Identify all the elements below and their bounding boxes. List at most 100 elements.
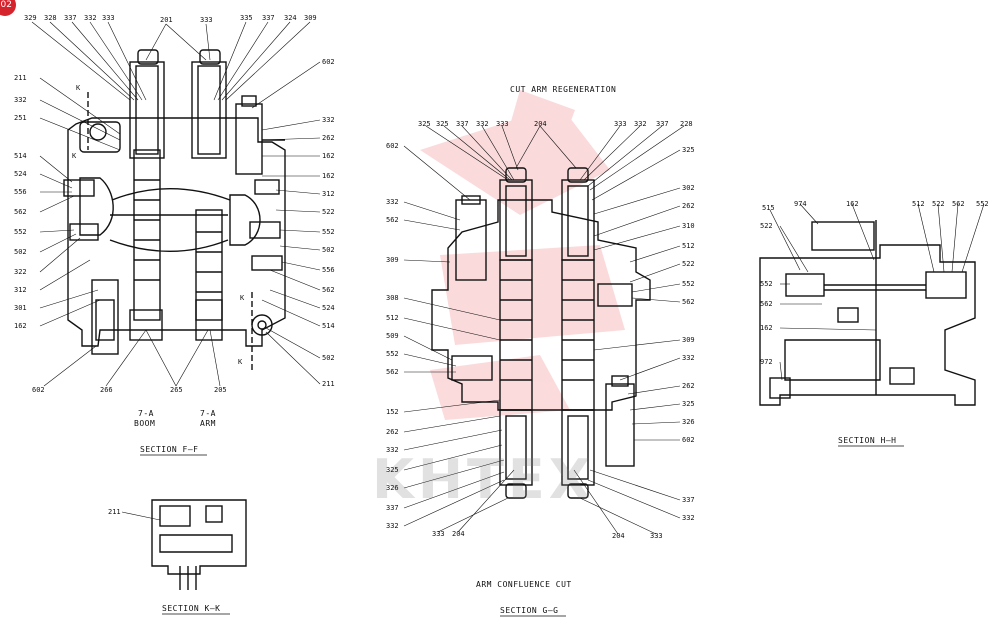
part-label: 162 bbox=[14, 322, 27, 330]
part-label: 162 bbox=[322, 152, 335, 160]
part-label: 262 bbox=[386, 428, 399, 436]
part-label: 326 bbox=[682, 418, 695, 426]
part-label: 332 bbox=[322, 116, 335, 124]
caption-section-kk: SECTION K—K bbox=[162, 604, 221, 613]
part-label: 332 bbox=[476, 120, 489, 128]
part-label: 512 bbox=[682, 242, 695, 250]
part-label: 325 bbox=[436, 120, 449, 128]
k-arrow-left: K bbox=[72, 152, 77, 160]
part-label: 333 bbox=[614, 120, 627, 128]
k-arrow-right: K bbox=[240, 294, 245, 302]
part-label: 325 bbox=[682, 146, 695, 154]
part-label: 332 bbox=[634, 120, 647, 128]
part-label: 312 bbox=[14, 286, 27, 294]
part-label: 201 bbox=[160, 16, 173, 24]
part-label: 337 bbox=[456, 120, 469, 128]
part-label: 502 bbox=[322, 246, 335, 254]
part-label: 524 bbox=[322, 304, 335, 312]
watermark-text: KHTEX bbox=[372, 448, 595, 511]
section-hh-drawing bbox=[759, 220, 976, 406]
caption-arm-confluence: ARM CONFLUENCE CUT bbox=[476, 580, 572, 589]
part-label: 332 bbox=[682, 514, 695, 522]
part-label: 974 bbox=[794, 200, 807, 208]
part-label: 333 bbox=[102, 14, 115, 22]
part-label: 332 bbox=[682, 354, 695, 362]
part-label: 312 bbox=[322, 190, 335, 198]
part-label: 509 bbox=[386, 332, 399, 340]
part-label: 972 bbox=[760, 358, 773, 366]
part-label: 522 bbox=[932, 200, 945, 208]
part-label: 337 bbox=[386, 504, 399, 512]
part-label: 266 bbox=[100, 386, 113, 394]
part-label: 552 bbox=[322, 228, 335, 236]
part-label: 522 bbox=[682, 260, 695, 268]
part-label: 211 bbox=[14, 74, 27, 82]
part-label: 562 bbox=[682, 298, 695, 306]
part-label: 562 bbox=[14, 208, 27, 216]
part-label: 552 bbox=[760, 280, 773, 288]
part-label: 562 bbox=[322, 286, 335, 294]
part-label: 332 bbox=[14, 96, 27, 104]
part-label: 337 bbox=[656, 120, 669, 128]
part-label: 562 bbox=[760, 300, 773, 308]
part-label: 602 bbox=[386, 142, 399, 150]
part-label: 310 bbox=[682, 222, 695, 230]
section-kk-drawing bbox=[151, 499, 247, 590]
k-arrow-bottom: K bbox=[238, 358, 243, 366]
k-arrow-top: K bbox=[76, 84, 81, 92]
leader-lines bbox=[31, 21, 985, 535]
part-label: 502 bbox=[14, 248, 27, 256]
part-label: 515 bbox=[762, 204, 775, 212]
caption-section-hh: SECTION H—H bbox=[838, 436, 897, 445]
part-label: 524 bbox=[14, 170, 27, 178]
part-label: 162 bbox=[760, 324, 773, 332]
part-label: 205 bbox=[214, 386, 227, 394]
part-label: 333 bbox=[432, 530, 445, 538]
part-label: 332 bbox=[386, 522, 399, 530]
part-label: 556 bbox=[322, 266, 335, 274]
part-label: 211 bbox=[322, 380, 335, 388]
part-label: 514 bbox=[322, 322, 335, 330]
part-label: 324 bbox=[284, 14, 297, 22]
part-label: 325 bbox=[418, 120, 431, 128]
part-label: 602 bbox=[32, 386, 45, 394]
section-gg-drawing bbox=[431, 167, 651, 499]
part-label: 602 bbox=[682, 436, 695, 444]
part-label: 152 bbox=[386, 408, 399, 416]
part-label: 302 bbox=[682, 184, 695, 192]
part-label: 333 bbox=[200, 16, 213, 24]
part-label: 322 bbox=[14, 268, 27, 276]
part-label: 333 bbox=[496, 120, 509, 128]
part-label: 332 bbox=[84, 14, 97, 22]
part-label: 325 bbox=[386, 466, 399, 474]
part-label: 522 bbox=[322, 208, 335, 216]
caption-section-ff: SECTION F—F bbox=[140, 445, 199, 454]
caption-underlines bbox=[140, 445, 904, 617]
part-label: 552 bbox=[976, 200, 989, 208]
part-label: 337 bbox=[262, 14, 275, 22]
part-label: 309 bbox=[386, 256, 399, 264]
part-label: 552 bbox=[386, 350, 399, 358]
part-label: 162 bbox=[846, 200, 859, 208]
part-label: 251 bbox=[14, 114, 27, 122]
caption-boom-number: 7-A bbox=[138, 409, 154, 418]
part-label: 211 bbox=[108, 508, 121, 516]
part-label: 204 bbox=[452, 530, 465, 538]
part-label: 262 bbox=[682, 382, 695, 390]
part-label: 328 bbox=[44, 14, 57, 22]
part-label: 265 bbox=[170, 386, 183, 394]
part-label: 552 bbox=[14, 228, 27, 236]
caption-arm: ARM bbox=[200, 419, 216, 428]
part-label: 562 bbox=[386, 368, 399, 376]
caption-arm-number: 7-A bbox=[200, 409, 216, 418]
part-label: 204 bbox=[534, 120, 547, 128]
section-ff-drawing bbox=[63, 49, 286, 370]
part-label: 335 bbox=[240, 14, 253, 22]
part-label: 556 bbox=[14, 188, 27, 196]
part-label: 262 bbox=[322, 134, 335, 142]
part-label: 337 bbox=[682, 496, 695, 504]
part-label: 602 bbox=[322, 58, 335, 66]
part-label: 309 bbox=[682, 336, 695, 344]
caption-boom: BOOM bbox=[134, 419, 156, 428]
